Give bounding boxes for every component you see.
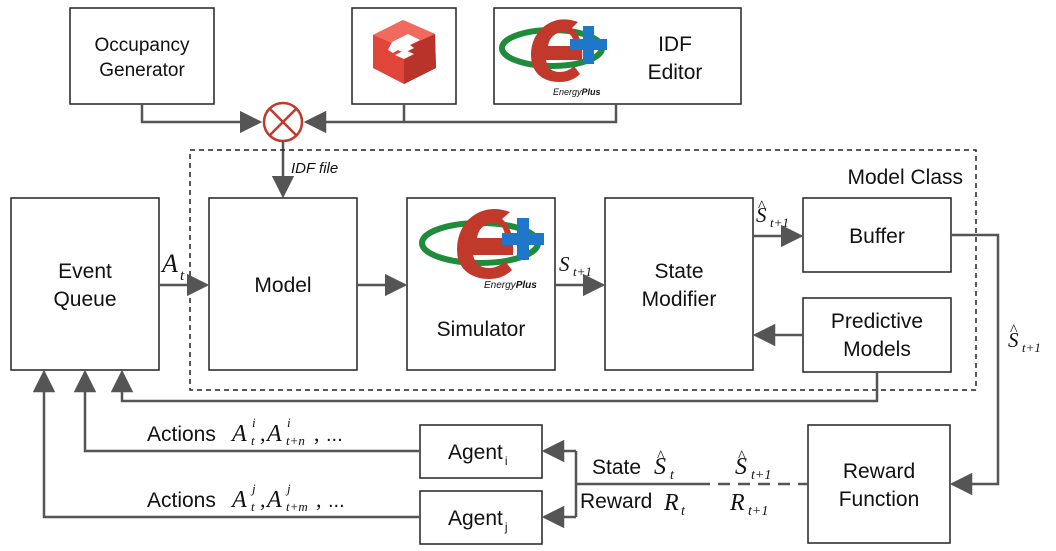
reward-function-label-line1: Reward — [843, 460, 915, 483]
svg-text:Actions: Actions — [147, 423, 216, 446]
svg-text:A: A — [230, 487, 247, 513]
svg-text:A: A — [265, 487, 282, 513]
svg-text:^: ^ — [758, 198, 766, 215]
idf-editor-box: EnergyPlus IDF Editor — [493, 7, 742, 105]
svg-text:^: ^ — [738, 448, 746, 465]
buffer-box: Buffer — [802, 197, 952, 273]
svg-text:R: R — [729, 490, 745, 516]
svg-text:Actions: Actions — [147, 489, 216, 512]
svg-text:t: t — [251, 499, 255, 514]
energyplus-simulator-logo-icon: EnergyPlus — [419, 209, 544, 291]
state-modifier-box: State Modifier — [604, 197, 754, 371]
svg-text:...: ... — [328, 490, 345, 512]
event-queue-box: Event Queue — [10, 197, 160, 371]
svg-text:A: A — [230, 421, 247, 447]
sketchup-logo-icon — [373, 20, 436, 84]
svg-text:i: i — [287, 415, 291, 430]
sketchup-box — [351, 7, 457, 105]
svg-text:t+n: t+n — [286, 433, 305, 448]
state-modifier-label-line1: State — [654, 260, 703, 283]
svg-text:i: i — [252, 415, 256, 430]
svg-text:t+1: t+1 — [748, 504, 768, 519]
buffer-label: Buffer — [849, 225, 905, 248]
label-S-t-plus-1: S t+1 — [559, 252, 592, 279]
svg-text:,: , — [316, 487, 322, 512]
predictive-models-label-line2: Models — [843, 338, 911, 361]
svg-text:t+1: t+1 — [770, 215, 789, 230]
model-class-label: Model Class — [847, 166, 963, 189]
svg-text:...: ... — [326, 424, 343, 446]
predictive-models-box: Predictive Models — [802, 297, 952, 373]
label-A-t: A t — [160, 249, 185, 284]
svg-text:State: State — [592, 456, 641, 479]
svg-text:S: S — [1008, 328, 1019, 352]
energyplus-wordmark-simulator: EnergyPlus — [484, 280, 537, 291]
svg-text:j: j — [285, 481, 291, 496]
svg-text:S: S — [735, 454, 747, 480]
svg-text:,: , — [260, 487, 266, 512]
state-modifier-label-line2: Modifier — [642, 288, 717, 311]
svg-text:R: R — [663, 490, 679, 516]
svg-text:t: t — [681, 504, 686, 519]
svg-text:t: t — [670, 468, 675, 483]
reward-function-label-line2: Function — [839, 488, 920, 511]
label-R-t-plus-1: R t+1 — [729, 490, 768, 519]
reward-function-box: Reward Function — [807, 424, 951, 544]
svg-text:S: S — [559, 252, 570, 276]
svg-text:,: , — [314, 421, 320, 446]
svg-text:t+1: t+1 — [573, 264, 592, 279]
svg-text:Reward: Reward — [580, 490, 652, 513]
svg-text:t+m: t+m — [286, 499, 308, 514]
model-label: Model — [254, 274, 311, 297]
energyplus-logo-icon: EnergyPlus — [499, 19, 607, 97]
idf-editor-label-line1: IDF — [658, 33, 692, 56]
svg-text:t+1: t+1 — [751, 468, 771, 483]
occupancy-generator-label-line1: Occupancy — [94, 35, 190, 56]
combiner-node-icon — [262, 101, 304, 143]
input-connectors — [140, 104, 618, 134]
svg-text:^: ^ — [657, 448, 665, 465]
energyplus-wordmark-top: EnergyPlus — [553, 87, 601, 97]
label-S-hat-t-plus-1-right: ^ S t+1 — [1008, 322, 1041, 355]
label-S-hat-t-plus-1-reward: ^ S t+1 — [735, 448, 771, 483]
svg-text:t: t — [251, 433, 255, 448]
label-reward-R-t: Reward R t — [580, 490, 686, 519]
flow-connectors — [32, 224, 1000, 529]
svg-text:S: S — [756, 203, 767, 227]
simulator-label: Simulator — [437, 318, 526, 341]
idf-file-label: IDF file — [291, 160, 338, 177]
svg-text:t: t — [180, 268, 185, 284]
label-actions-i: Actions A i t , A i t+n , ... — [147, 415, 343, 448]
svg-text:S: S — [654, 454, 666, 480]
svg-text:,: , — [260, 421, 266, 446]
predictive-models-label-line1: Predictive — [831, 310, 923, 333]
event-queue-label-line2: Queue — [53, 288, 116, 311]
label-S-hat-t-plus-1-buffer: ^ S t+1 — [756, 198, 789, 230]
svg-text:A: A — [160, 249, 178, 278]
event-queue-label-line1: Event — [58, 260, 112, 283]
occupancy-generator-box: Occupancy Generator — [69, 7, 215, 105]
idf-editor-label-line2: Editor — [648, 61, 703, 84]
occupancy-generator-label-line2: Generator — [99, 60, 185, 81]
simulator-box: EnergyPlus Simulator — [406, 197, 556, 371]
label-actions-j: Actions A j t , A j t+m , ... — [147, 481, 345, 514]
label-state-S-hat-t: State ^ S t — [592, 448, 675, 483]
svg-text:j: j — [250, 481, 256, 496]
model-box: Model — [208, 197, 358, 371]
svg-text:A: A — [265, 421, 282, 447]
svg-text:^: ^ — [1010, 322, 1018, 339]
svg-text:t+1: t+1 — [1022, 340, 1041, 355]
